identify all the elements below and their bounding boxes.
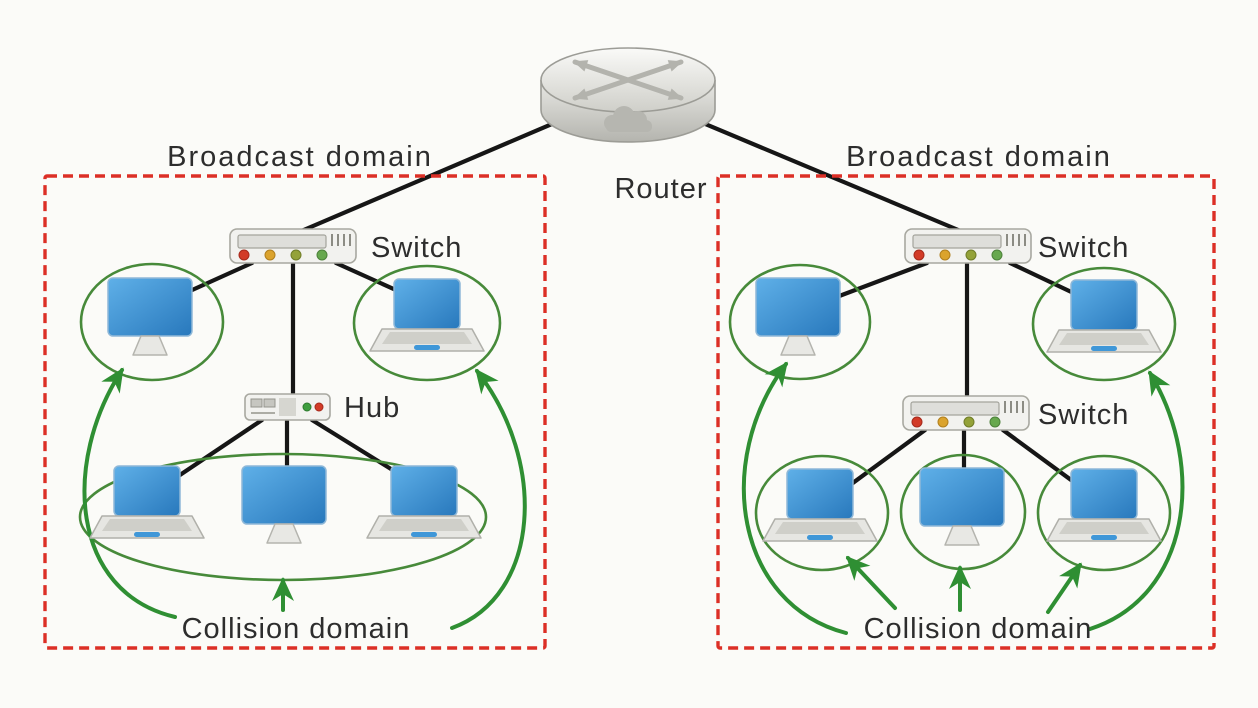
cloud-icon [604,106,652,132]
router-label: Router [614,173,707,205]
right-collision-arrows [741,361,1185,635]
switch-icon [902,395,1030,431]
switch-icon [904,228,1032,264]
switch-to-desktop-link [831,260,930,301]
right-broadcast-domain: Broadcast domain Switch Switch Collision… [716,141,1216,650]
collision-ring [754,454,890,572]
switch-to-laptop-link [843,427,928,491]
switch-to-laptop-link [1000,427,1085,491]
broadcast-domain-label: Broadcast domain [167,141,433,173]
laptop-computer-icon [369,278,485,352]
collision-ring [79,262,225,382]
left-broadcast-domain: Broadcast domain Switch Hub Collision do… [43,141,547,650]
laptop-computer-icon [366,465,482,539]
collision-ring [728,263,872,381]
hub-icon [244,393,331,421]
laptop-computer-icon [89,465,205,539]
switch-label: Switch [1038,399,1129,431]
hub-label: Hub [344,392,400,424]
switch-label: Switch [1038,232,1129,264]
collision-arrow-icon [1046,562,1082,614]
collision-arrow-icon [82,367,177,619]
collision-arrow-icon [741,361,848,635]
router-group: Router [296,47,966,235]
collision-arrow-icon [450,368,527,630]
collision-domain-label: Collision domain [182,613,411,645]
desktop-computer-icon [107,277,193,356]
router-to-right-switch-link [688,115,966,235]
collision-arrow-icon [1088,370,1185,631]
laptop-computer-icon [1046,468,1162,542]
broadcast-domain-label: Broadcast domain [846,141,1112,173]
desktop-computer-icon [241,465,327,544]
switch-label: Switch [371,232,462,264]
collision-ring [1036,454,1172,572]
left-collision-arrows [82,367,527,630]
right-devices [755,228,1162,546]
collision-ring [1031,266,1177,382]
collision-ring [352,264,502,382]
desktop-computer-icon [919,467,1005,546]
collision-arrow-icon [845,555,897,610]
left-devices [89,228,485,544]
broadcast-domain-border [716,174,1216,650]
router-crossed-arrows-icon [572,59,684,101]
broadcast-domain-border [43,174,547,650]
collision-domain-label: Collision domain [864,613,1093,645]
router-icon [540,47,716,143]
desktop-computer-icon [755,277,841,356]
switch-icon [229,228,357,264]
